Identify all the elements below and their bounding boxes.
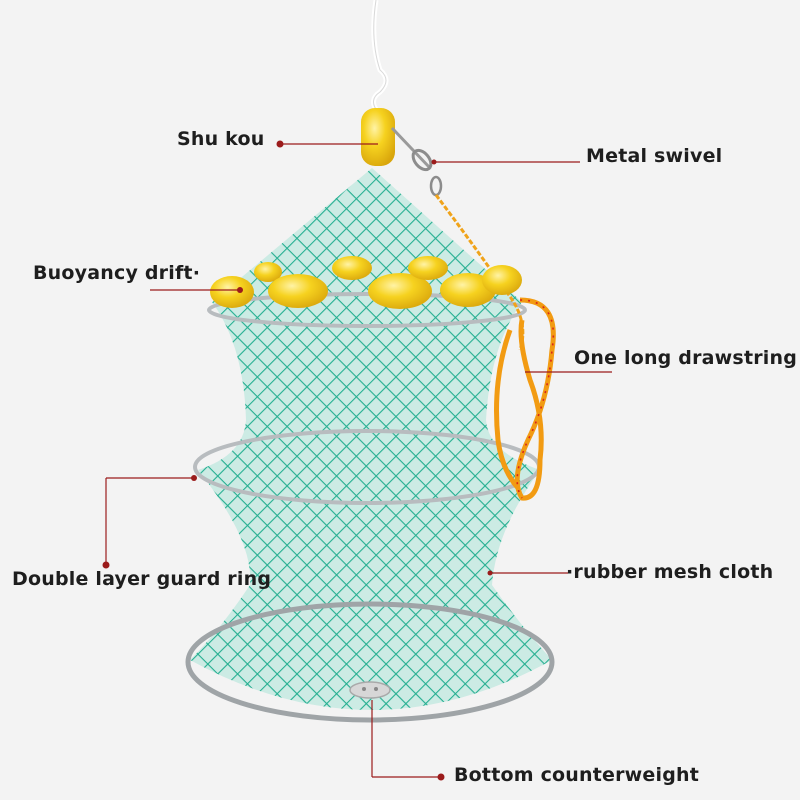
top-float (361, 108, 395, 166)
label-buoyancy-drift: Buoyancy drift· (33, 262, 201, 284)
label-mesh-cloth: ·rubber mesh cloth (566, 561, 774, 583)
label-drawstring: One long drawstring (574, 347, 798, 369)
label-guard-ring: Double layer guard ring (12, 568, 272, 590)
label-bottom-counterweight: Bottom counterweight (454, 764, 700, 786)
hanging-cord (371, 0, 389, 114)
label-shu-kou: Shu kou (177, 128, 265, 150)
ring-floats (210, 256, 522, 309)
bottom-weight (349, 681, 391, 699)
callout-pointers (102, 140, 612, 781)
label-metal-swivel: Metal swivel (586, 145, 723, 167)
drawstring-rope (434, 194, 556, 501)
